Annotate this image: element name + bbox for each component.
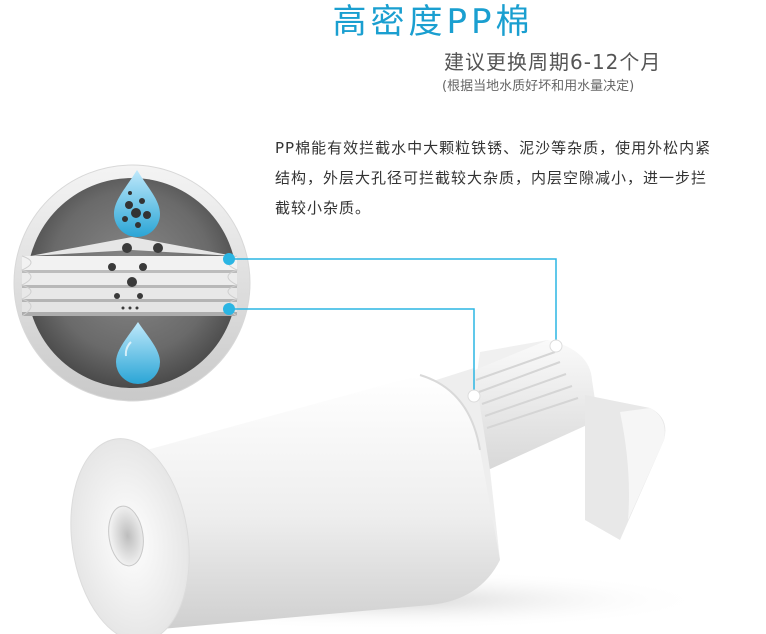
product-description: PP棉能有效拦截水中大颗粒铁锈、泥沙等杂质，使用外松内紧结构，外层大孔径可拦截较… <box>275 139 712 217</box>
outer-layer-callout <box>223 253 563 353</box>
replacement-note: (根据当地水质好坏和用水量决定) <box>442 79 635 94</box>
inner-layer-callout <box>223 303 481 403</box>
clean-water-drop-icon <box>116 322 160 384</box>
replacement-cycle-text: 建议更换周期6-12个月 <box>444 50 662 74</box>
pp-cotton-cartridge-icon <box>70 340 666 634</box>
dirty-water-drop-icon <box>114 170 160 237</box>
filter-layers-icon <box>13 164 251 402</box>
page-title: 高密度PP棉 <box>332 2 534 42</box>
